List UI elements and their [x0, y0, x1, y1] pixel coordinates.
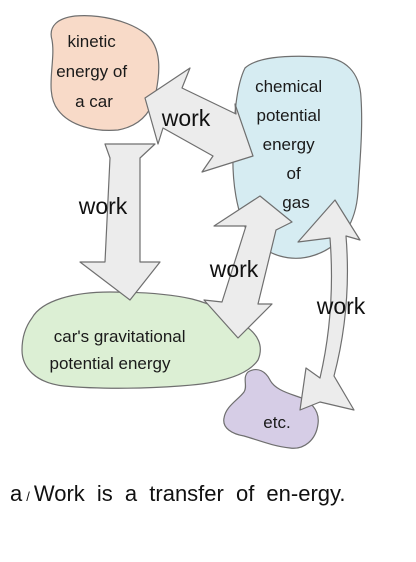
kinetic-gravitational-arrow — [79, 143, 161, 301]
work-label-kinetic-chemical: work — [161, 105, 211, 131]
caption-text: Work is a transfer of en-ergy. — [33, 481, 346, 506]
chemical-etc-arrow — [297, 199, 361, 411]
etc-label: etc. — [263, 413, 290, 432]
etc-blob — [223, 368, 319, 449]
chemical-energy-label: chemical potential energy of gas — [255, 77, 327, 212]
kinetic-chemical-arrow — [144, 67, 254, 173]
work-label-chemical-gravitational: work — [209, 256, 259, 282]
caption-separator: / — [26, 489, 30, 504]
chemical-gravitational-arrow — [203, 195, 293, 339]
caption-figure-id: a — [10, 481, 23, 506]
kinetic-energy-label: kinetic energy of a car — [56, 32, 132, 111]
work-label-chemical-etc: work — [316, 293, 366, 319]
energy-transfer-diagram: kinetic energy of a car chemical potenti… — [21, 15, 366, 449]
figure-caption: a/Work is a transfer of en-ergy. — [10, 480, 404, 511]
gravitational-energy-label: car's gravitational potential energy — [50, 327, 191, 373]
work-label-kinetic-gravitational: work — [78, 193, 128, 219]
